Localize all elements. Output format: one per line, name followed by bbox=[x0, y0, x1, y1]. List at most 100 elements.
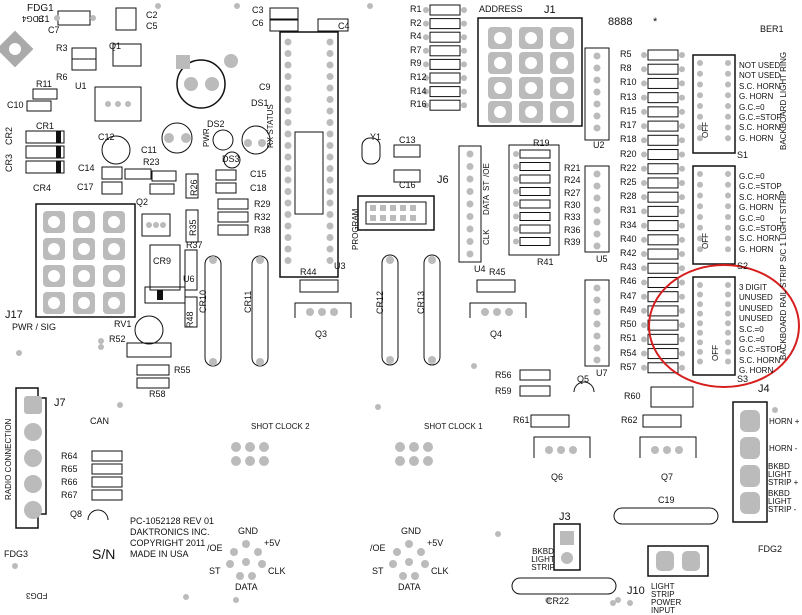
c7-label: C7 bbox=[48, 25, 60, 35]
r58-footprint bbox=[136, 377, 170, 389]
s1-label-3: S.C. HORN bbox=[739, 81, 781, 91]
r-footprint bbox=[151, 170, 177, 182]
network-resistor bbox=[519, 237, 551, 246]
pad bbox=[557, 446, 565, 454]
q7-footprint bbox=[639, 436, 697, 458]
c5-label: C5 bbox=[146, 21, 158, 31]
switch-pin bbox=[697, 329, 703, 336]
r37-footprint bbox=[184, 249, 198, 291]
resistor-network bbox=[508, 144, 560, 256]
c10-label: C10 bbox=[7, 100, 24, 110]
c12-label: C12 bbox=[98, 132, 115, 142]
q2-label: Q2 bbox=[136, 197, 149, 207]
u-pin bbox=[593, 344, 601, 352]
j4-label: J4 bbox=[758, 383, 770, 395]
pad bbox=[641, 66, 647, 73]
u3-die bbox=[294, 131, 324, 215]
label-r47: R47 bbox=[620, 290, 637, 301]
c18-label: C18 bbox=[250, 183, 267, 193]
r67-label: R67 bbox=[61, 490, 78, 500]
s2-label-2: G.C.=STOP bbox=[739, 182, 782, 192]
j17-pins bbox=[43, 211, 125, 314]
shot-clock-2-label: SHOT CLOCK 2 bbox=[251, 422, 310, 431]
switch-pin bbox=[697, 113, 703, 120]
pad bbox=[679, 66, 685, 73]
pad bbox=[125, 101, 131, 107]
s3-off: OFF bbox=[711, 345, 720, 361]
serial-label: S/N bbox=[92, 546, 116, 562]
part-number: PC-1052128 REV 01 bbox=[130, 516, 215, 526]
s1-off: OFF bbox=[701, 122, 710, 138]
pad bbox=[244, 139, 252, 147]
pad bbox=[675, 446, 683, 454]
s2-labels: G.C.=0 G.C.=STOP S.C. HORN G. HORN G.C.=… bbox=[739, 172, 782, 255]
switch-pin bbox=[697, 181, 703, 188]
pad bbox=[679, 94, 685, 101]
resistor-r31 bbox=[647, 205, 679, 217]
label-r24: R24 bbox=[564, 175, 581, 186]
pad bbox=[318, 308, 326, 316]
switch-pin bbox=[697, 246, 703, 253]
s1-label-7: S.C. HORN bbox=[739, 123, 781, 133]
resistor-r7 bbox=[429, 45, 461, 57]
pad bbox=[641, 151, 647, 158]
label-r42: R42 bbox=[620, 248, 637, 259]
resistor-r46 bbox=[647, 276, 679, 288]
j6-inner bbox=[365, 201, 427, 225]
pad bbox=[176, 55, 190, 69]
pad bbox=[679, 123, 685, 130]
label-r50: R50 bbox=[620, 319, 637, 330]
u4-pin bbox=[466, 213, 474, 220]
pad bbox=[561, 552, 573, 564]
resistor-r8 bbox=[647, 63, 679, 75]
c16-footprint bbox=[393, 169, 421, 183]
switch-pin bbox=[725, 310, 731, 317]
r59-footprint bbox=[519, 385, 551, 397]
c3-label: C3 bbox=[252, 5, 264, 15]
u-pin bbox=[593, 64, 601, 72]
cr13-footprint bbox=[423, 254, 441, 366]
label-r36: R36 bbox=[564, 224, 581, 235]
u4-pin bbox=[466, 225, 474, 233]
u3-pin bbox=[284, 153, 292, 161]
u3-pin bbox=[284, 38, 292, 46]
u3-pin bbox=[284, 96, 292, 103]
switch-pin bbox=[697, 81, 703, 88]
pad bbox=[682, 551, 700, 571]
r29-label: R29 bbox=[254, 199, 271, 209]
r61-footprint bbox=[530, 414, 570, 428]
rx-status-label: RX STATUS bbox=[266, 104, 275, 148]
q4-footprint bbox=[469, 302, 527, 318]
pad bbox=[679, 336, 685, 343]
j6h-st: ST bbox=[482, 180, 491, 191]
switch-pin bbox=[725, 103, 731, 109]
can-label: CAN bbox=[90, 416, 110, 426]
label-r16: R16 bbox=[410, 99, 427, 110]
pad bbox=[513, 201, 519, 207]
c13-footprint bbox=[393, 144, 421, 158]
c15-footprint bbox=[215, 169, 237, 181]
pin-left-oe: /OE bbox=[207, 543, 223, 553]
s1-label-1: NOT USED bbox=[739, 61, 781, 70]
pad bbox=[423, 47, 429, 54]
u3-pin bbox=[326, 130, 334, 138]
pad bbox=[679, 108, 685, 115]
s3-label-9: G. HORN bbox=[739, 366, 774, 376]
pad bbox=[330, 308, 338, 316]
pad bbox=[679, 265, 685, 272]
j6-label: J6 bbox=[437, 174, 449, 186]
switch-pin bbox=[725, 192, 731, 199]
r26-label: R26 bbox=[189, 179, 199, 196]
u-pin bbox=[593, 76, 601, 84]
pad bbox=[513, 188, 519, 195]
j3-connector bbox=[553, 523, 581, 571]
pad bbox=[423, 20, 429, 27]
u-pin bbox=[593, 308, 601, 316]
switch-pin bbox=[697, 192, 703, 199]
label-r4: R4 bbox=[410, 31, 422, 42]
ds2-label: DS2 bbox=[207, 119, 225, 129]
network-resistor bbox=[519, 212, 551, 221]
pad bbox=[641, 336, 647, 343]
cr22-footprint bbox=[511, 577, 617, 595]
switch-pin bbox=[725, 60, 731, 66]
